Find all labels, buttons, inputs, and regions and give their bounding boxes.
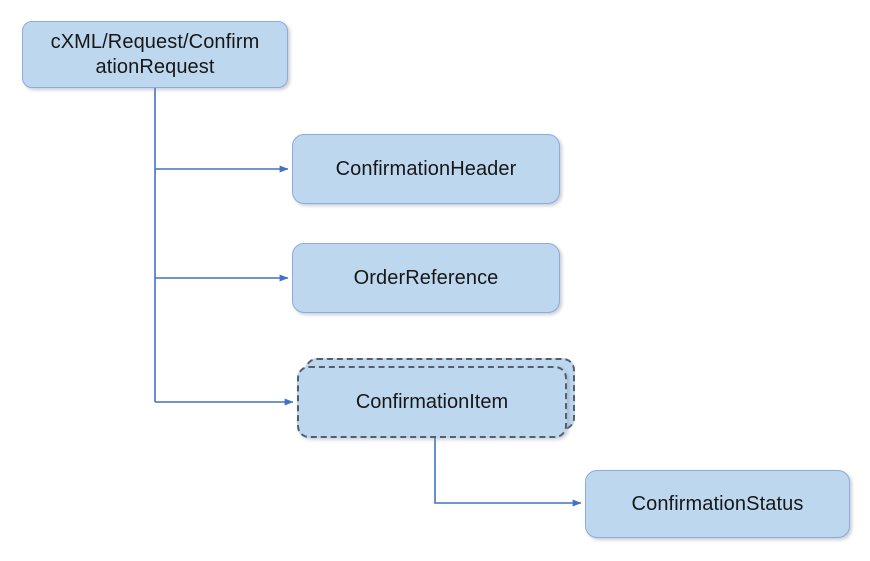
node-confirmation-status-label: ConfirmationStatus	[631, 492, 804, 515]
connector-confirmation-item-to-confirmation-status	[434, 438, 582, 507]
node-root-label: cXML/Request/Confirm ationRequest	[50, 31, 260, 78]
node-confirmation-item[interactable]: ConfirmationItem	[297, 358, 575, 438]
node-confirmation-status[interactable]: ConfirmationStatus	[585, 470, 850, 538]
node-order-reference[interactable]: OrderReference	[292, 243, 560, 313]
node-root[interactable]: cXML/Request/Confirm ationRequest	[22, 21, 288, 88]
node-confirmation-header-label: ConfirmationHeader	[335, 157, 517, 180]
node-order-reference-label: OrderReference	[353, 266, 499, 289]
node-confirmation-header[interactable]: ConfirmationHeader	[292, 134, 560, 204]
node-confirmation-item-label: ConfirmationItem	[355, 390, 509, 413]
node-confirmation-item-front-plate[interactable]: ConfirmationItem	[297, 366, 567, 438]
